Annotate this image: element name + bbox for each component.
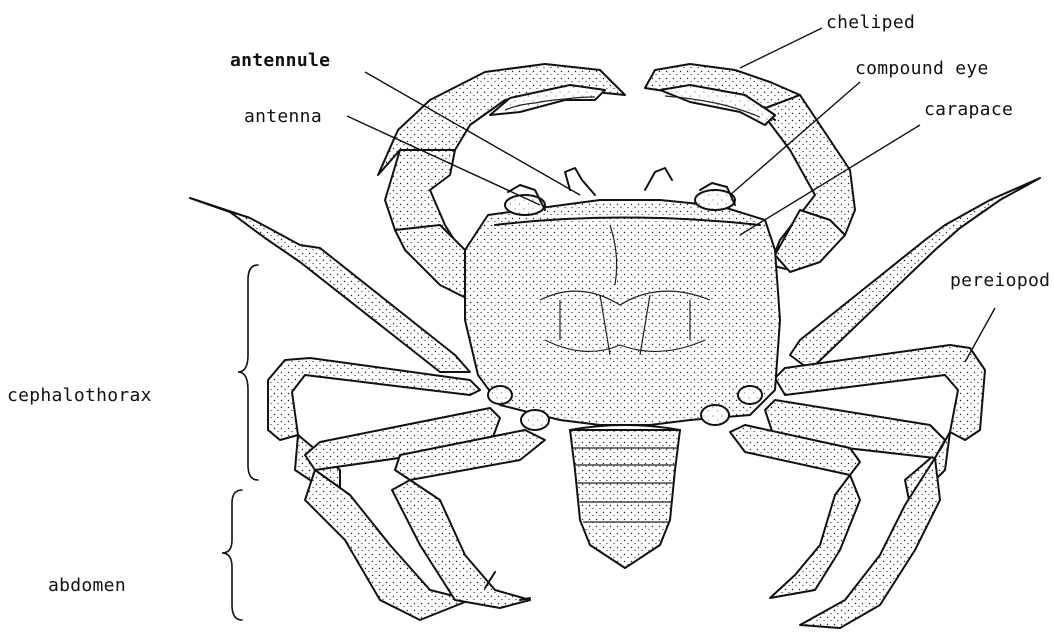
label-pereiopod: pereiopod (950, 272, 1050, 290)
left-cheliped-carpus (395, 225, 475, 300)
label-compound-eye: compound eye (855, 60, 989, 78)
label-antenna: antenna (244, 108, 322, 126)
right-walking-legs (730, 178, 1040, 628)
label-cephalothorax: cephalothorax (7, 387, 152, 405)
left-antenna (565, 168, 595, 195)
label-cheliped: cheliped (826, 14, 915, 32)
right-leg-4-lower (770, 475, 860, 598)
carapace-body (465, 200, 780, 425)
abdomen-body (570, 425, 680, 568)
label-carapace: carapace (924, 101, 1013, 119)
leader-pereiopod (965, 308, 995, 362)
abdomen-brace (222, 490, 242, 620)
label-antennule: antennule (230, 52, 330, 70)
leader-cheliped (740, 28, 822, 68)
abdomen-segments (570, 430, 680, 568)
carapace-shell (465, 200, 780, 425)
cephalothorax-brace (238, 265, 258, 480)
label-abdomen: abdomen (48, 577, 126, 595)
right-antenna (645, 168, 672, 190)
